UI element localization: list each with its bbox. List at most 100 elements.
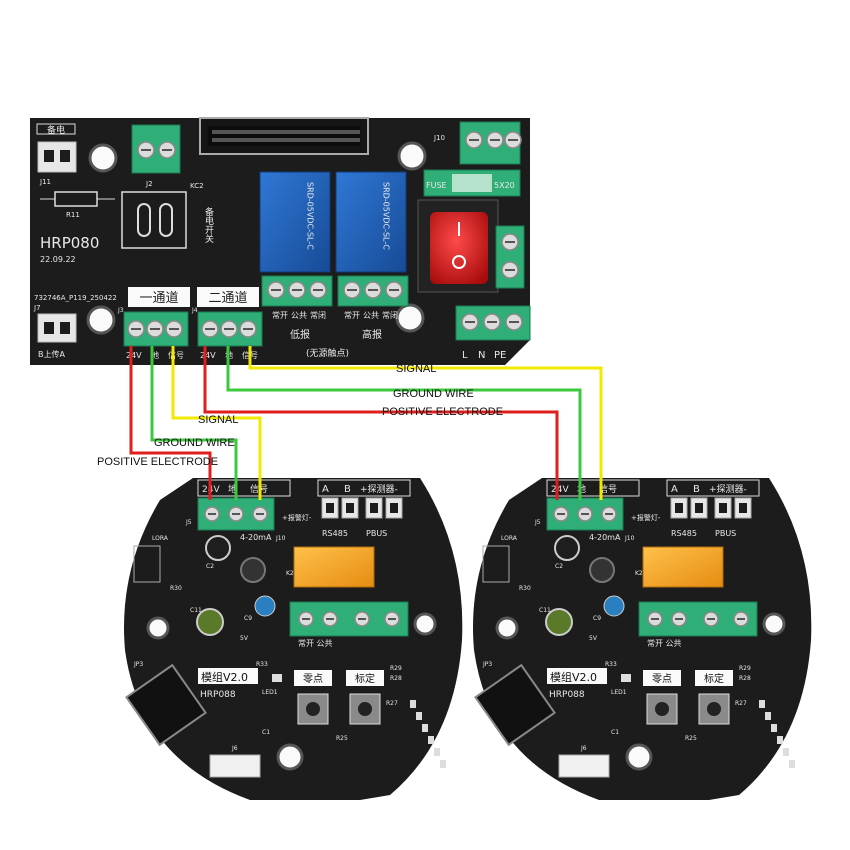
module-pin-label: 地 (577, 483, 586, 495)
svg-text:R28: R28 (739, 675, 751, 682)
wire-label-ground-ch2: GROUND WIRE (393, 388, 474, 400)
low-alarm-label: 低报 (290, 328, 310, 341)
svg-text:K2: K2 (286, 570, 294, 577)
svg-text:N: N (478, 350, 485, 361)
uploader-connector (37, 313, 77, 343)
svg-text:R33: R33 (605, 661, 617, 668)
svg-text:R28: R28 (390, 675, 402, 682)
detector-label: +探测器- (709, 483, 747, 495)
mounting-hole (495, 616, 519, 640)
svg-text:R27: R27 (735, 700, 747, 707)
svg-text:LED1: LED1 (611, 689, 627, 696)
svg-text:常闭: 常闭 (382, 311, 398, 320)
module-pin-label: 24V (551, 485, 569, 495)
status-led (621, 674, 631, 682)
svg-text:JP3: JP3 (482, 661, 492, 668)
module-label: 模组V2.0 (550, 670, 597, 684)
module-aux-connector (209, 754, 261, 778)
uploader-label: B上传A (38, 349, 65, 359)
mounting-hole (397, 141, 427, 171)
svg-text:J6: J6 (580, 745, 587, 752)
bus-label-a: A (671, 484, 678, 495)
mounting-hole (413, 612, 437, 636)
svg-text:公共: 公共 (291, 311, 307, 320)
zero-button-label: 零点 (303, 673, 323, 685)
svg-text:C11: C11 (190, 607, 202, 614)
module-relay-terminal-label: 常开 公共 (647, 639, 682, 648)
svg-text:LED1: LED1 (262, 689, 278, 696)
inductor (240, 557, 266, 583)
backup-power-outline (36, 123, 76, 135)
svg-text:R30: R30 (170, 585, 182, 592)
backup-power-connector (37, 141, 77, 173)
svg-text:KC2: KC2 (190, 182, 204, 190)
mounting-hole (146, 616, 170, 640)
high-alarm-label: 高报 (362, 328, 382, 341)
module-label: 模组V2.0 (201, 670, 248, 684)
svg-text:J10: J10 (433, 134, 445, 142)
lora-label: LORA (152, 535, 169, 542)
capacitor (254, 595, 276, 617)
capacitor (205, 535, 231, 561)
svg-text:J10: J10 (624, 535, 635, 542)
relay-high: SRD-05VDC-SL-C (335, 171, 407, 273)
svg-text:C11: C11 (539, 607, 551, 614)
wire-ground-ch1 (150, 346, 238, 500)
main-board-date: 22.09.22 (40, 255, 76, 264)
mounting-hole (762, 612, 786, 636)
current-loop-label: 4-20mA (240, 533, 272, 542)
current-loop-label: 4-20mA (589, 533, 621, 542)
svg-text:J5: J5 (534, 519, 541, 526)
inductor (589, 557, 615, 583)
wire-label-signal-ch1: SIGNAL (198, 414, 238, 426)
mounting-hole (86, 305, 116, 335)
main-board: 备电 J11 J2 R11 KC2 备电开关 HRP080 22.09.22 7… (30, 117, 531, 365)
detector-label: +探测器- (360, 483, 398, 495)
svg-text:J4: J4 (191, 307, 198, 314)
svg-text:C1: C1 (262, 729, 270, 736)
svg-text:R29: R29 (739, 665, 751, 672)
channel-1-label: 一通道 (139, 291, 178, 306)
svg-text:C2: C2 (206, 563, 214, 570)
mounting-hole (276, 743, 304, 771)
svg-text:R11: R11 (66, 211, 80, 219)
svg-text:地: 地 (151, 350, 159, 360)
svg-text:5V: 5V (589, 635, 598, 642)
svg-text:J11: J11 (39, 178, 51, 186)
calibrate-button-label: 标定 (704, 672, 724, 685)
status-led (272, 674, 282, 682)
svg-text:C1: C1 (611, 729, 619, 736)
capacitor (554, 535, 580, 561)
module-relay-terminal-label: 常开 公共 (298, 639, 333, 648)
power-switch[interactable] (430, 212, 488, 284)
backup-power-label: 备电 (47, 124, 65, 136)
module-model: HRP088 (549, 690, 585, 700)
programming-header (474, 663, 556, 747)
svg-text:FUSE: FUSE (426, 181, 447, 190)
rs485-label: RS485 (322, 529, 348, 538)
svg-text:C9: C9 (593, 615, 601, 622)
svg-text:J7: J7 (33, 304, 41, 312)
svg-text:JP3: JP3 (133, 661, 143, 668)
svg-text:R33: R33 (256, 661, 268, 668)
svg-text:24V: 24V (126, 351, 142, 360)
bus-label-b: B (344, 484, 351, 495)
backup-switch-label: 备电开关 (203, 206, 214, 244)
svg-text:J6: J6 (231, 745, 238, 752)
alarm-lamp-label: +报警灯- (631, 513, 661, 522)
svg-text:SRD-05VDC-SL-C: SRD-05VDC-SL-C (306, 182, 315, 250)
mounting-hole (625, 743, 653, 771)
wire-label-positive-ch2: POSITIVE ELECTRODE (382, 406, 503, 418)
pbus-label: PBUS (715, 529, 736, 538)
wire-label-positive-ch1: POSITIVE ELECTRODE (97, 456, 218, 468)
svg-text:公共: 公共 (363, 311, 379, 320)
bus-label-b: B (693, 484, 700, 495)
pbus-label: PBUS (366, 529, 387, 538)
svg-text:常开: 常开 (272, 311, 288, 320)
wire-label-ground-ch1: GROUND WIRE (154, 437, 235, 449)
rs485-label: RS485 (671, 529, 697, 538)
svg-text:PE: PE (494, 350, 506, 361)
